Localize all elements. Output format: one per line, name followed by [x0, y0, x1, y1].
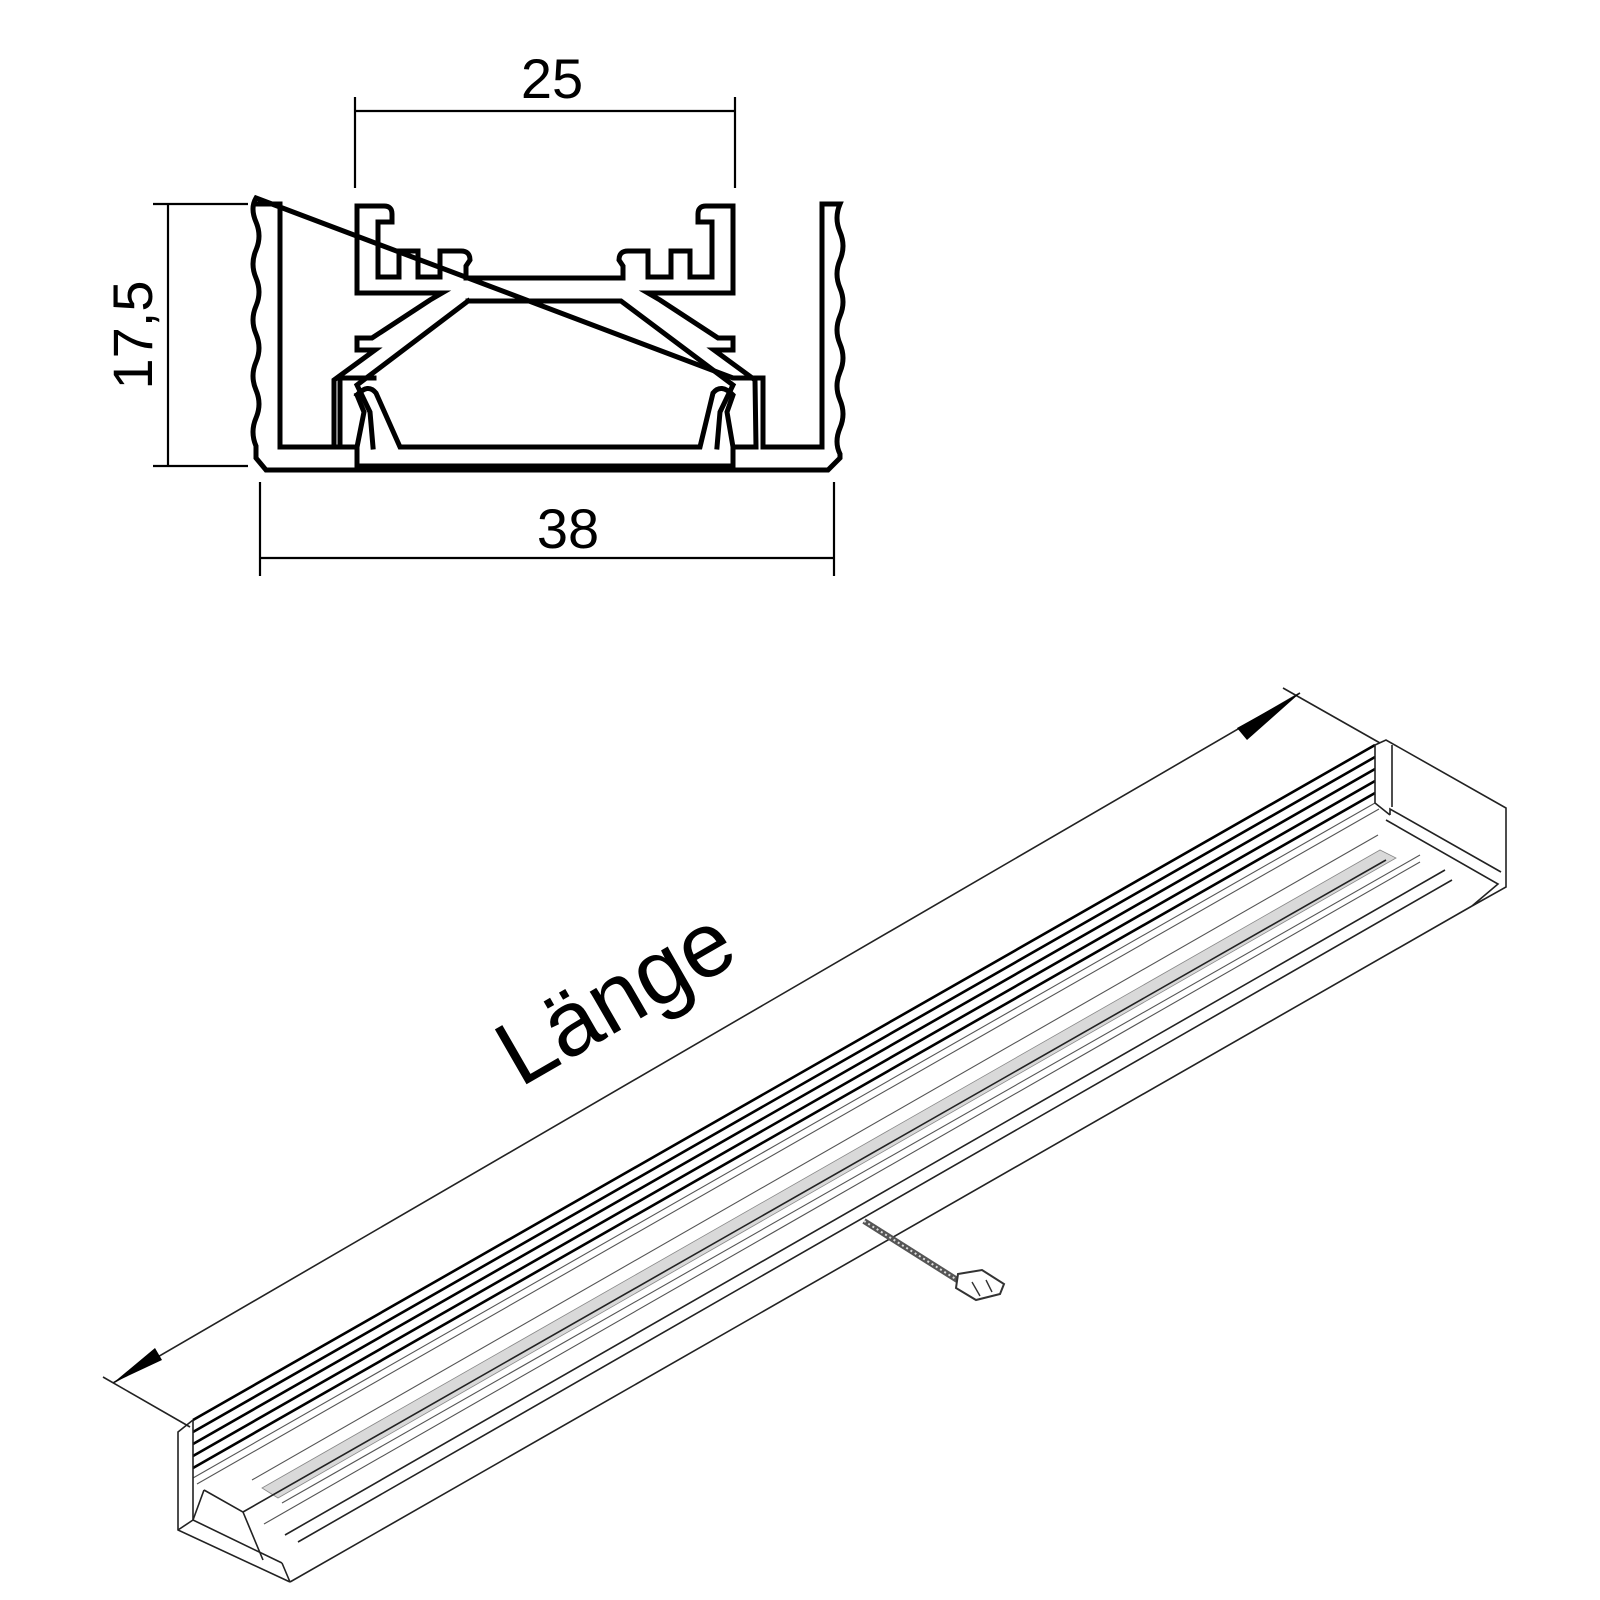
- dimension-length: Länge: [102, 687, 1381, 1428]
- dimension-height: 17,5: [101, 202, 248, 468]
- dimension-outer-width: 38: [258, 482, 836, 576]
- length-label: Länge: [479, 889, 752, 1105]
- arrow-head-right: [1237, 693, 1300, 740]
- dimension-label-25: 25: [521, 47, 583, 110]
- arrow-head-left: [113, 1348, 162, 1383]
- inner-clip-left: [353, 386, 736, 450]
- led-strip: [251, 834, 1421, 1504]
- cross-section-profile: 25 17,5 38: [101, 47, 846, 576]
- profile-ribs: [192, 743, 1380, 1485]
- profile-body: [177, 739, 1507, 1583]
- isometric-profile-view: Länge: [102, 687, 1507, 1583]
- cable-connector: [862, 1218, 1006, 1302]
- dimension-inner-width: 25: [353, 47, 737, 188]
- dimension-label-38: 38: [537, 497, 599, 560]
- dimension-label-17-5: 17,5: [101, 281, 164, 390]
- inner-diffuser-seat: [353, 297, 737, 450]
- outer-channel-outline: [250, 194, 846, 473]
- inner-insert-outline: [331, 203, 759, 469]
- connector-plug: [954, 1268, 1006, 1302]
